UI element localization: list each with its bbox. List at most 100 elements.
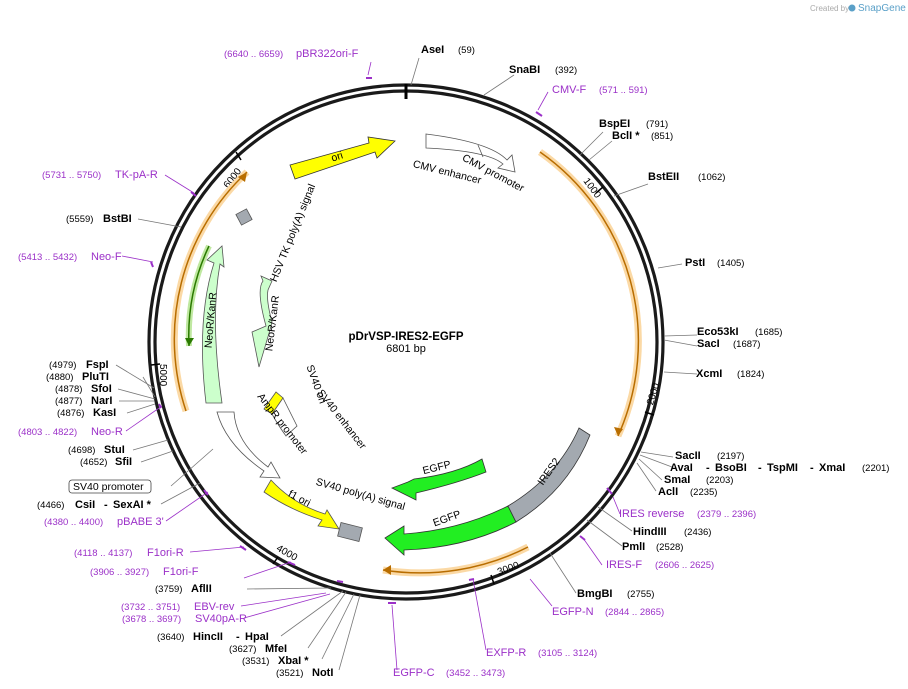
primer-sv40par: SV40pA-R xyxy=(195,613,247,625)
site-psti-pos: (1405) xyxy=(717,258,744,269)
site-hincii-sep: - xyxy=(236,631,240,643)
sv40-polya-box xyxy=(337,522,363,542)
snapgene-logo-icon xyxy=(848,4,856,12)
site-pmli: PmlI xyxy=(622,541,645,553)
site-kasi-pos: (4876) xyxy=(57,408,84,419)
orange-arrowhead-right xyxy=(614,427,623,436)
site-aflii: AflII xyxy=(191,583,212,595)
site-sacii: SacII xyxy=(675,450,701,462)
site-aflii-pos: (3759) xyxy=(155,584,182,595)
sv40-enhancer-box xyxy=(271,397,298,437)
site-sacii-pos: (2197) xyxy=(717,451,744,462)
sv40-polya-label: SV40 poly(A) signal xyxy=(314,476,406,513)
primer-egfpn-range: (2844 .. 2865) xyxy=(605,607,664,618)
site-csii: CsiI xyxy=(75,499,95,511)
orange-arc-bottom xyxy=(382,546,529,574)
site-tspmi: TspMI xyxy=(767,462,798,474)
site-mfei: MfeI xyxy=(265,643,287,655)
site-stui: StuI xyxy=(104,444,125,456)
site-acli-pos: (2235) xyxy=(690,487,717,498)
primer-tkpa: TK-pA-R xyxy=(115,169,158,181)
site-csii-sep: - xyxy=(104,499,108,511)
site-pluti-pos: (4880) xyxy=(46,372,73,383)
site-hpai: HpaI xyxy=(245,631,269,643)
neo-outer-label: NeoR/KanR xyxy=(203,291,220,348)
site-mfei-pos: (3627) xyxy=(229,644,256,655)
site-hindiii: HindIII xyxy=(633,526,667,538)
site-asei: AseI xyxy=(421,44,444,56)
primer-leaders xyxy=(121,61,621,671)
tick-3000 xyxy=(490,574,495,585)
site-bsteii: BstEII xyxy=(648,171,679,183)
primer-sv40par-range: (3678 .. 3697) xyxy=(122,614,181,625)
site-avai: AvaI xyxy=(670,462,693,474)
site-bstbi-pos: (5559) xyxy=(66,214,93,225)
site-xbai: XbaI * xyxy=(278,655,309,667)
site-hindiii-pos: (2436) xyxy=(684,527,711,538)
hsv-tk-box xyxy=(235,208,253,226)
primer-ebvrev: EBV-rev xyxy=(194,601,235,613)
primer-pbr322: pBR322ori-F xyxy=(296,48,359,60)
tick-5000 xyxy=(150,363,161,366)
neo-inner-arrow xyxy=(251,275,273,368)
primer-egfpn: EGFP-N xyxy=(552,606,594,618)
primer-f1orif-range: (3906 .. 3927) xyxy=(90,567,149,578)
credit-brand: SnapGene xyxy=(858,3,906,14)
primer-neof-range: (5413 .. 5432) xyxy=(18,252,77,263)
primer-exfpr-range: (3105 .. 3124) xyxy=(538,648,597,659)
site-snabi: SnaBI xyxy=(509,64,540,76)
orange-arrowhead-bottom xyxy=(383,565,391,575)
site-avai-sep1: - xyxy=(706,462,710,474)
site-fspi-pos: (4979) xyxy=(49,360,76,371)
primer-neof: Neo-F xyxy=(91,251,122,263)
ampr-promoter-arrow xyxy=(216,411,281,479)
primer-pbr322-range: (6640 .. 6659) xyxy=(224,49,283,60)
site-noti-pos: (3521) xyxy=(276,668,303,679)
site-fspi: FspI xyxy=(86,359,109,371)
site-eco53ki: Eco53kI xyxy=(697,326,739,338)
primer-f1orir: F1ori-R xyxy=(147,547,184,559)
sv40-enhancer-label: SV40 enhancer xyxy=(315,387,369,452)
hsv-tk-label: HSV TK poly(A) signal xyxy=(268,182,318,283)
site-bspei-pos: (791) xyxy=(646,119,668,130)
ori-arrow xyxy=(289,136,396,180)
site-bmgbi: BmgBI xyxy=(577,588,612,600)
primer-iresf-range: (2606 .. 2625) xyxy=(655,560,714,571)
primer-cmvf-range: (571 .. 591) xyxy=(599,85,648,96)
primer-iresf: IRES-F xyxy=(606,559,642,571)
site-stui-pos: (4698) xyxy=(68,445,95,456)
primer-egfpc: EGFP-C xyxy=(393,667,435,679)
orange-arrowhead-left xyxy=(238,172,247,182)
tick-6000 xyxy=(235,151,242,161)
primer-marks xyxy=(150,77,613,604)
site-hincii: HincII xyxy=(193,631,223,643)
sv40-promoter-box xyxy=(68,479,152,494)
primer-pbabe-range: (4380 .. 4400) xyxy=(44,517,103,528)
site-pluti: PluTI xyxy=(82,371,109,383)
cmv-divider xyxy=(477,144,484,158)
site-bcli: BclI * xyxy=(612,130,640,142)
primer-egfpc-range: (3452 .. 3473) xyxy=(446,668,505,679)
green-arrowhead-left xyxy=(185,338,194,346)
site-xcmi-pos: (1824) xyxy=(737,369,764,380)
site-xbai-pos: (3531) xyxy=(242,656,269,667)
site-sfii-pos: (4652) xyxy=(80,457,107,468)
cmv-promoter-arrow xyxy=(425,133,516,173)
site-sexai: SexAI * xyxy=(113,499,152,511)
site-sfoi: SfoI xyxy=(91,383,112,395)
site-sfoi-pos: (4878) xyxy=(55,384,82,395)
primer-exfpr: EXFP-R xyxy=(486,647,526,659)
site-sfii: SfiI xyxy=(115,456,132,468)
site-noti: NotI xyxy=(312,667,333,679)
site-hincii-pos: (3640) xyxy=(157,632,184,643)
f1-ori-arrow xyxy=(263,479,340,530)
orange-arc-right xyxy=(539,151,640,437)
orange-arc-left xyxy=(173,171,248,412)
site-nari-pos: (4877) xyxy=(55,396,82,407)
primer-cmvf: CMV-F xyxy=(552,84,587,96)
egfp-small-arrow xyxy=(391,458,487,501)
site-smai-pos: (2203) xyxy=(706,475,733,486)
plasmid-length: 6801 bp xyxy=(386,343,426,355)
site-smai: SmaI xyxy=(664,474,690,486)
